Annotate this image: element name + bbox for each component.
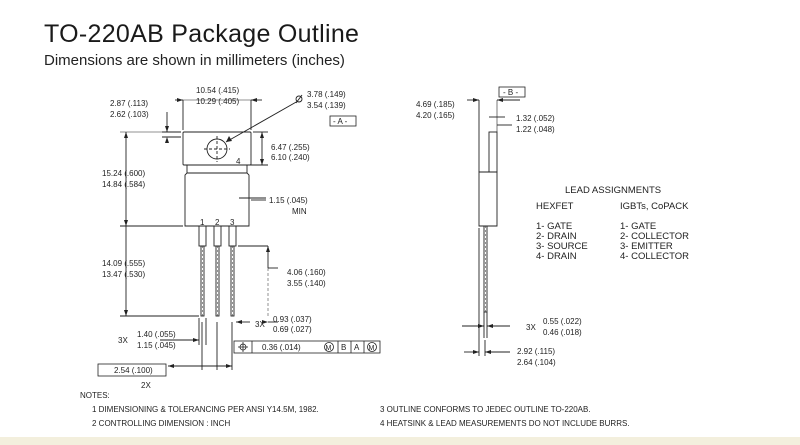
tolerance-m2: M [369,345,375,352]
pin-number-1: 1 [200,218,205,227]
hole-center-max: 6.47 (.255) [271,143,310,152]
min-label: MIN [292,207,307,216]
body-height-min: 14.84 (.584) [102,180,145,189]
lead-1 [198,225,207,247]
side-height-min: 4.20 (.165) [416,111,455,120]
side-offset-max: 2.92 (.115) [517,347,555,356]
tab-thk-min: 2.62 (.103) [110,110,149,119]
hexfet-pin-2: 2- DRAIN [536,231,577,242]
notes-header: NOTES: [80,391,110,400]
front-body-outline [184,164,250,227]
min-dim: 1.15 (.045) [269,196,308,205]
lead-thk-mult: 3X [255,320,265,329]
pin-number-2: 2 [215,218,220,227]
lead-width-max: 1.40 (.055) [137,330,176,339]
tolerance-b: B [341,343,346,352]
width-max: 10.54 (.415) [196,86,239,95]
side-lead-min: 0.46 (.018) [543,328,582,337]
datum-a: - A - [333,117,348,126]
igbt-pin-2: 2- COLLECTOR [620,231,689,242]
tab-thk-max: 2.87 (.113) [110,99,148,108]
igbt-pin-3: 3- EMITTER [620,241,673,252]
lead-assignments-title: LEAD ASSIGNMENTS [565,185,661,196]
lead-shoulder-max: 4.06 (.160) [287,268,326,277]
side-tab [488,131,498,173]
hole-dia-max: 3.78 (.149) [307,90,346,99]
hexfet-pin-3: 3- SOURCE [536,241,588,252]
lead-2 [213,225,222,247]
lead-3 [228,225,237,247]
note-4: 4 HEATSINK & LEAD MEASUREMENTS DO NOT IN… [380,419,630,428]
width-min: 10.29 (.405) [196,97,239,106]
tolerance-m1: M [326,345,332,352]
bottom-bar [0,437,800,445]
side-offset-min: 2.64 (.104) [517,358,556,367]
hexfet-pin-4: 4- DRAIN [536,251,577,262]
page-title: TO-220AB Package Outline [44,20,360,48]
side-lead-mult: 3X [526,323,536,332]
lead-assignments: LEAD ASSIGNMENTS HEXFET IGBTs, CoPACK 1-… [536,185,689,262]
side-lead-max: 0.55 (.022) [543,317,582,326]
hexfet-header: HEXFET [536,201,574,212]
lead-thk-min: 0.69 (.027) [273,325,312,334]
pitch-mult: 2X [141,381,151,390]
hole-center-min: 6.10 (.240) [271,153,310,162]
side-body [478,171,498,227]
lead-width-min: 1.15 (.045) [137,341,176,350]
side-height-max: 4.69 (.185) [416,100,455,109]
hexfet-pin-1: 1- GATE [536,221,572,232]
lead-thk-max: 0.93 (.037) [273,315,312,324]
page-subtitle: Dimensions are shown in millimeters (inc… [44,52,345,69]
lead-length-max: 14.09 (.555) [102,259,145,268]
lead-shoulder-min: 3.55 (.140) [287,279,326,288]
side-tab-min: 1.22 (.048) [516,125,555,134]
note-3: 3 OUTLINE CONFORMS TO JEDEC OUTLINE TO-2… [380,405,591,414]
tolerance-frame: 0.36 (.014) M B A M [233,340,381,354]
lead-length-min: 13.47 (.530) [102,270,145,279]
datum-b: - B - [503,88,518,97]
note-2: 2 CONTROLLING DIMENSION : INCH [92,419,231,428]
body-height-max: 15.24 (.600) [102,169,145,178]
pin-number-3: 3 [230,218,235,227]
igbt-pin-1: 1- GATE [620,221,656,232]
igbt-pin-4: 4- COLLECTOR [620,251,689,262]
tolerance-value: 0.36 (.014) [262,343,301,352]
tab-number: 4 [236,157,241,166]
igbt-header: IGBTs, CoPACK [620,201,689,212]
hole-dia-min: 3.54 (.139) [307,101,346,110]
lead-width-mult: 3X [118,336,128,345]
tolerance-a: A [354,343,360,352]
pitch-value: 2.54 (.100) [114,366,153,375]
side-tab-max: 1.32 (.052) [516,114,555,123]
note-1: 1 DIMENSIONING & TOLERANCING PER ANSI Y1… [92,405,319,414]
